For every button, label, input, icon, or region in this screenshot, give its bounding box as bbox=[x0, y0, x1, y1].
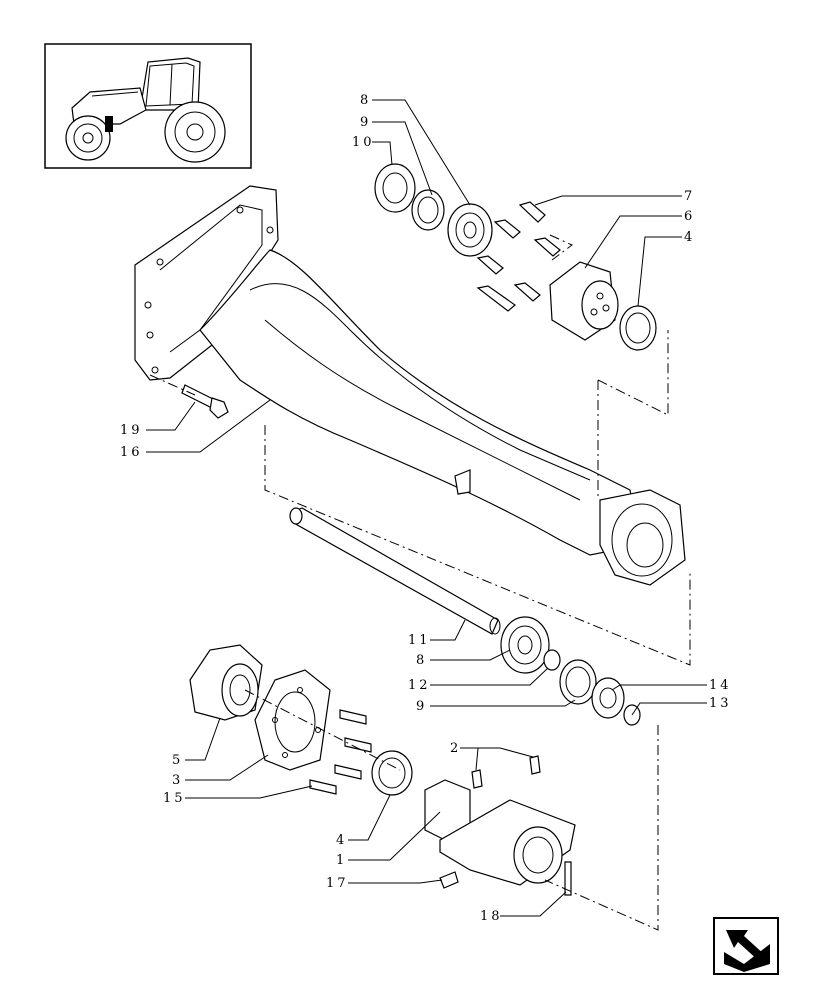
callout-13: 13 bbox=[709, 696, 732, 711]
callout-15: 15 bbox=[163, 791, 186, 806]
next-page-arrow-icon[interactable] bbox=[713, 917, 779, 975]
callout-11: 11 bbox=[408, 633, 431, 648]
callout-8-bottom: 8 bbox=[416, 653, 427, 668]
lower-flange-group bbox=[189, 644, 413, 796]
bolt-19 bbox=[181, 384, 229, 419]
callout-1: 1 bbox=[336, 853, 347, 868]
callout-8-top: 8 bbox=[360, 93, 371, 108]
callout-10: 10 bbox=[352, 135, 375, 150]
callout-2: 2 bbox=[450, 741, 461, 756]
callout-4-top: 4 bbox=[684, 230, 695, 245]
callout-5: 5 bbox=[172, 753, 183, 768]
callout-9-bottom: 9 bbox=[416, 699, 427, 714]
callout-12: 12 bbox=[408, 678, 431, 693]
callout-3: 3 bbox=[172, 773, 183, 788]
callout-labels: 8 9 10 7 6 4 19 16 11 8 12 9 14 13 5 3 1… bbox=[120, 93, 732, 924]
assembly-guide-lines bbox=[149, 234, 691, 931]
axle-shaft bbox=[289, 507, 501, 635]
callout-17: 17 bbox=[326, 876, 349, 891]
tractor-thumbnail-icon[interactable] bbox=[44, 43, 252, 169]
axle-housing bbox=[134, 185, 686, 586]
support-bracket bbox=[424, 755, 576, 896]
callout-14: 14 bbox=[709, 678, 732, 693]
callout-18: 18 bbox=[480, 909, 503, 924]
lower-bearing-row bbox=[500, 616, 641, 726]
callout-16: 16 bbox=[120, 445, 143, 460]
callout-19: 19 bbox=[120, 423, 143, 438]
upper-bearing-group bbox=[374, 163, 657, 351]
callout-4-bottom: 4 bbox=[336, 833, 347, 848]
callout-9-top: 9 bbox=[360, 115, 371, 130]
callout-6: 6 bbox=[684, 209, 695, 224]
callout-7: 7 bbox=[684, 189, 695, 204]
leader-lines bbox=[146, 99, 707, 917]
